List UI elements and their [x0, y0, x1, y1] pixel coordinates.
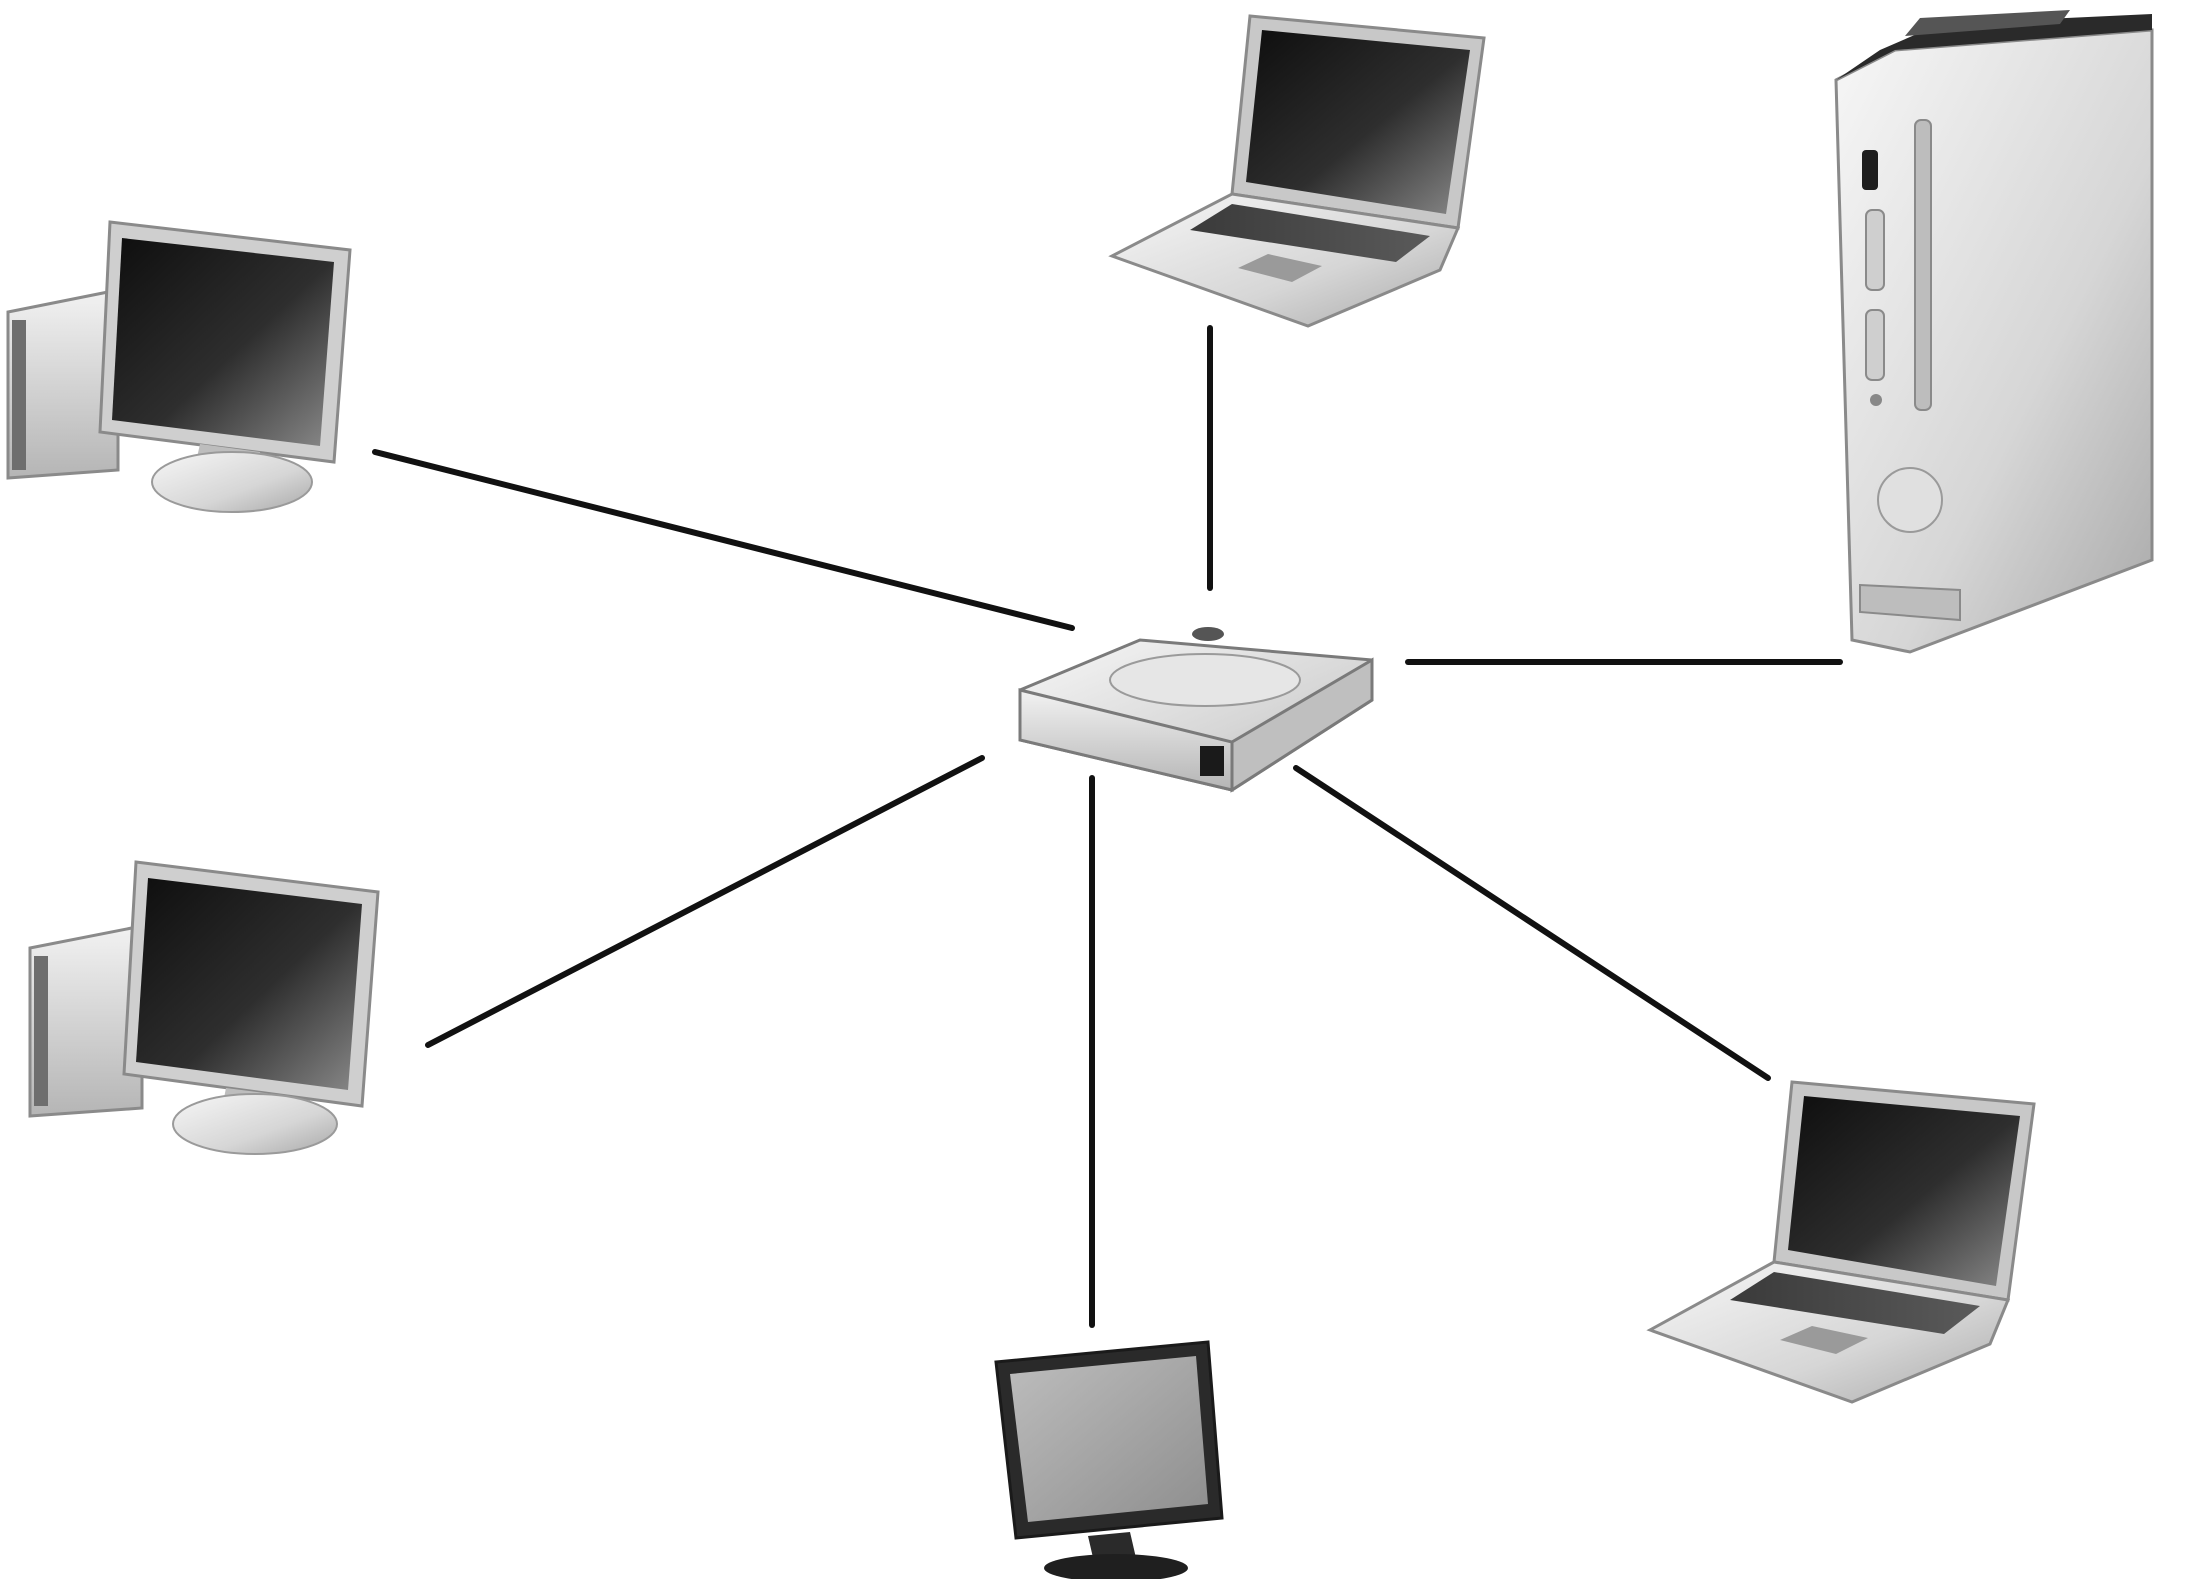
link-desktop-top-left: [372, 449, 1075, 631]
monitor-icon: [994, 1340, 1224, 1579]
links: [372, 325, 1843, 1328]
game-console-icon: [1834, 10, 2154, 654]
link-laptop-bottom-right: [1293, 765, 1771, 1081]
laptop-icon: [1108, 14, 1486, 328]
network-hub-icon: [1018, 627, 1374, 793]
desktop-computer-icon: [28, 860, 380, 1155]
laptop-icon: [1646, 1080, 2036, 1404]
link-desktop-mid-left: [425, 755, 985, 1048]
desktop-computer-icon: [6, 220, 352, 513]
